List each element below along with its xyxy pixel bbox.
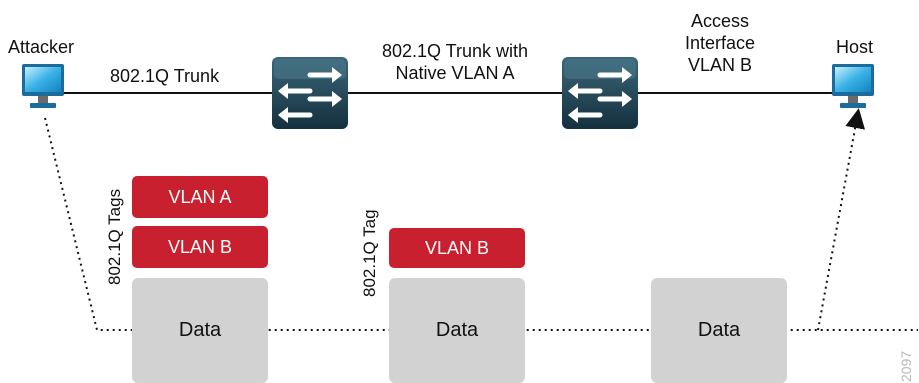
attacker-label: Attacker [8,37,75,57]
switch-icon [562,57,638,129]
access-interface-label-line2: Interface [684,33,756,53]
dot1q-tags-label: 802.1Q Tags [105,188,124,285]
native-vlan-trunk-label: 802.1Q Trunk with Native VLAN A [355,40,555,84]
vlan-b-tag-inner-frame: VLAN B [389,228,525,268]
monitor-icon [832,64,874,108]
vlan-b-tag-outer-frame: VLAN B [132,226,268,268]
native-vlan-trunk-label-line1: 802.1Q Trunk with [381,41,529,61]
vlan-a-tag: VLAN A [132,176,268,218]
trunk-link-label: 802.1Q Trunk [110,66,220,86]
data-payload-2: Data [389,278,525,383]
native-vlan-trunk-label-line2: Native VLAN A [395,63,515,83]
switch-icon [272,57,348,129]
host-label: Host [836,37,874,57]
monitor-icon [22,64,64,108]
access-interface-label: Access Interface VLAN B [660,10,780,76]
figure-id: 2097 [898,350,914,382]
attack-path-dotted [44,117,918,331]
dot1q-tag-label: 802.1Q Tag [360,209,379,297]
access-interface-label-line1: Access [690,11,750,31]
attack-path-to-host [817,108,866,331]
access-interface-label-line3: VLAN B [687,55,753,75]
data-payload-1: Data [132,278,268,383]
data-payload-3: Data [651,278,787,383]
